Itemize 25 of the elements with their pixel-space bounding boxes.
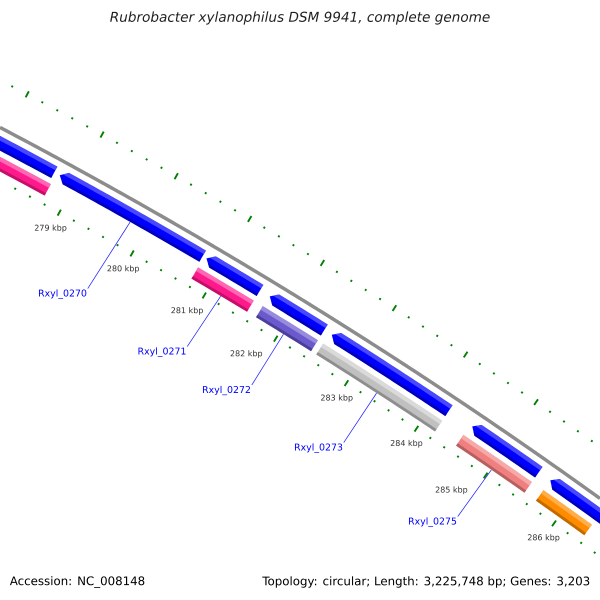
gene-label: Rxyl_0271: [138, 347, 186, 357]
leader-line: [87, 222, 130, 289]
gene-label: Rxyl_0273: [294, 443, 342, 453]
scale-label: 280 kbp: [107, 265, 140, 273]
footer-text: Topology: circular; Length: 3,225,748 bp; Genes: 3,203: [262, 576, 590, 588]
gene-bar: [536, 490, 592, 536]
leader-line: [251, 334, 284, 386]
scale-label: 284 kbp: [390, 440, 422, 448]
leader-line: [186, 296, 222, 347]
scale-label: 282 kbp: [230, 350, 262, 358]
scale-label: 279 kbp: [34, 224, 66, 232]
gene-bar: [256, 306, 318, 352]
leader-line: [343, 392, 377, 443]
scale-label: 285 kbp: [436, 486, 468, 494]
gene-label: Rxyl_0270: [38, 289, 86, 299]
gene-label: Rxyl_0272: [202, 386, 250, 396]
leader-line: [457, 470, 492, 517]
title: Rubrobacter xylanophilus DSM 9941, complete genome: [110, 11, 490, 25]
footer-text: Accession: NC_008148: [10, 576, 144, 588]
gene-bar: [316, 343, 442, 432]
scale-label: 283 kbp: [321, 394, 353, 402]
gene-label: Rxyl_0275: [408, 517, 456, 527]
scale-label: 286 kbp: [528, 534, 560, 542]
scale-label: 281 kbp: [171, 307, 203, 315]
gene-bar: [0, 156, 51, 196]
